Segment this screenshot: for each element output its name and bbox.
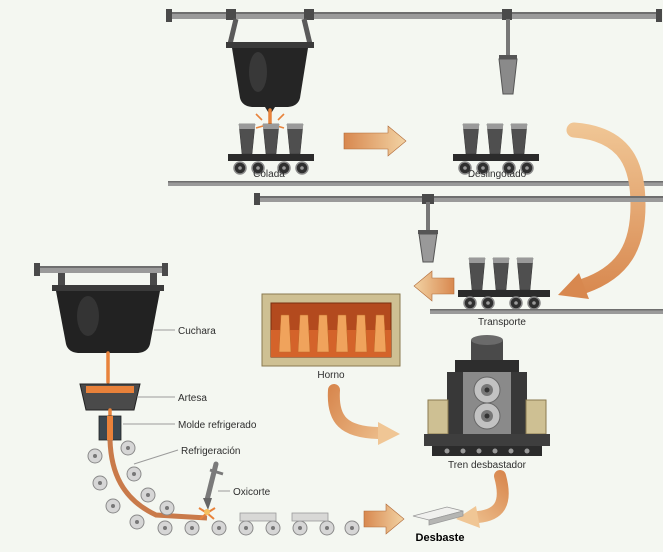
ingot-car-colada — [228, 123, 314, 175]
trolley — [226, 9, 236, 20]
gripper-tool-icon — [418, 202, 438, 263]
overhead-rail-left — [34, 263, 168, 286]
slab-icon — [412, 506, 464, 526]
label-molde-refrigerado: Molde refrigerado — [178, 420, 257, 431]
label-cuchara: Cuchara — [178, 326, 216, 337]
label-colada: Colada — [253, 169, 285, 180]
flow-arrow-colada-to-deslingotado — [343, 125, 407, 157]
flow-arrow-horno-to-tren — [327, 384, 400, 445]
furnace-ingots — [278, 314, 387, 353]
label-desbaste: Desbaste — [416, 532, 465, 544]
torch-icon — [198, 461, 224, 520]
tundish-icon — [79, 383, 141, 418]
cast-strand — [107, 439, 208, 521]
flow-arrow-deslingotado-to-transporte — [558, 122, 646, 299]
crane-ladle-icon — [226, 18, 314, 129]
ingot-car-deslingotado — [453, 123, 539, 175]
flow-arrow-tren-to-desbaste — [456, 470, 509, 528]
label-artesa: Artesa — [178, 393, 207, 404]
stripper-tool-icon — [498, 19, 518, 95]
furnace-icon — [261, 293, 401, 367]
ingot-car-transporte — [458, 257, 550, 310]
ground-rail-transporte — [430, 309, 663, 314]
casting-ladle-icon — [52, 285, 164, 384]
cut-slabs — [239, 512, 329, 522]
label-refrigeracion: Refrigeración — [181, 446, 240, 457]
overhead-rail-top — [166, 9, 662, 22]
label-tren-desbastador: Tren desbastador — [448, 460, 527, 471]
roller-conveyor — [87, 440, 360, 536]
flow-arrow-oxicorte-to-desbaste — [363, 503, 405, 535]
trolley — [304, 9, 314, 20]
leader-refrigeracion — [133, 449, 179, 465]
label-transporte: Transporte — [478, 317, 526, 328]
ground-rail-top — [168, 181, 663, 186]
trolley — [502, 9, 512, 20]
flow-arrow-transporte-to-horno — [413, 270, 455, 302]
label-deslingotado: Deslingotado — [468, 169, 527, 180]
cooled-mold-icon — [98, 415, 122, 441]
roughing-mill-icon — [424, 335, 550, 456]
label-oxicorte: Oxicorte — [233, 487, 271, 498]
label-horno: Horno — [317, 370, 345, 381]
overhead-rail-mid — [254, 193, 663, 205]
